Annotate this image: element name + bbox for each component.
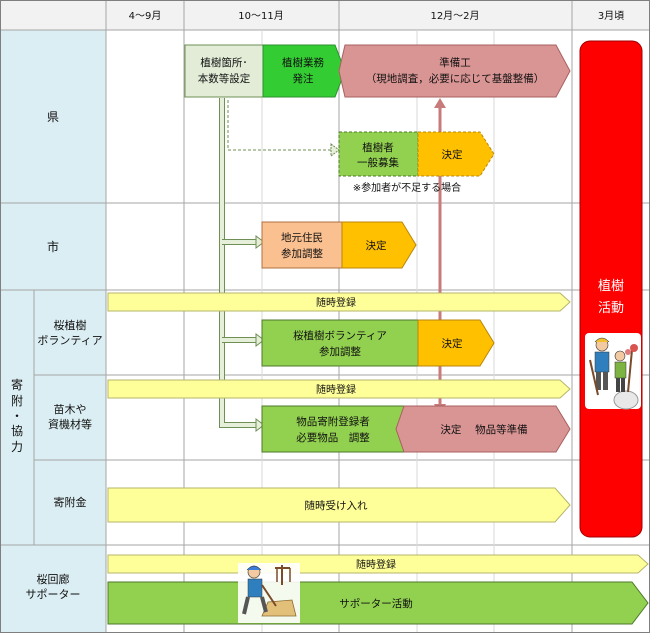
svg-text:力: 力	[11, 440, 23, 454]
goods-adjust-box	[262, 406, 404, 452]
svg-text:発注: 発注	[293, 72, 314, 85]
planting-people-illustration	[585, 333, 641, 409]
svg-text:協: 協	[11, 423, 23, 438]
prep-work-box	[339, 45, 570, 97]
svg-text:植樹業務: 植樹業務	[282, 56, 324, 69]
header-row	[0, 0, 650, 30]
svg-text:一般募集: 一般募集	[357, 156, 399, 169]
svg-text:随時受け入れ: 随時受け入れ	[305, 499, 368, 512]
svg-text:寄: 寄	[11, 377, 23, 392]
svg-text:決定: 決定	[366, 239, 387, 252]
header-period-2: 10～11月	[238, 10, 283, 22]
svg-text:参加調整: 参加調整	[281, 247, 323, 260]
svg-text:桜植樹ボランティア: 桜植樹ボランティア	[293, 329, 387, 342]
header-period-4: 3月頃	[598, 10, 624, 22]
svg-text:・: ・	[11, 409, 23, 423]
header-period-1: 4～9月	[129, 10, 162, 22]
svg-text:植樹者: 植樹者	[362, 141, 394, 154]
svg-text:必要物品 調整: 必要物品 調整	[296, 431, 370, 444]
row-label-seedlings-1: 苗木や	[54, 403, 87, 416]
svg-text:決定: 決定	[442, 337, 463, 350]
svg-text:随時登録: 随時登録	[356, 558, 396, 571]
svg-text:活動: 活動	[598, 301, 624, 316]
set-location-box	[185, 45, 263, 97]
svg-text:附: 附	[11, 394, 23, 408]
row-label-sakura-1: 桜植樹	[54, 318, 87, 332]
svg-text:参加調整: 参加調整	[319, 345, 361, 358]
svg-text:植樹: 植樹	[598, 279, 624, 294]
order-work-box	[263, 45, 345, 97]
volunteer-adjust-box	[262, 320, 418, 366]
svg-text:（現地調査，必要に応じて基盤整備）: （現地調査，必要に応じて基盤整備）	[366, 72, 545, 85]
header-period-3: 12月～2月	[430, 10, 479, 22]
svg-text:地元住民: 地元住民	[281, 231, 323, 244]
svg-text:決定 物品等準備: 決定 物品等準備	[440, 423, 527, 436]
recruit-note: ※参加者が不足する場合	[353, 181, 461, 194]
svg-text:準備工: 準備工	[439, 56, 471, 69]
row-label-corridor-2: サポーター	[26, 588, 81, 601]
row-label-prefecture: 県	[47, 110, 59, 124]
svg-text:植樹箇所･: 植樹箇所･	[200, 56, 247, 69]
svg-text:随時登録: 随時登録	[316, 296, 356, 309]
svg-text:サポーター活動: サポーター活動	[339, 597, 413, 610]
row-label-city: 市	[47, 239, 59, 254]
recruit-box	[339, 132, 418, 176]
supporter-illustration	[238, 563, 300, 623]
svg-text:本数等設定: 本数等設定	[198, 72, 251, 85]
row-label-donation-group: 寄 附 ・ 協 力	[11, 377, 23, 454]
row-label-corridor-1: 桜回廊	[37, 572, 70, 586]
svg-text:決定: 決定	[442, 148, 463, 161]
svg-text:物品寄附登録者: 物品寄附登録者	[296, 415, 370, 428]
local-residents-box	[262, 222, 342, 268]
row-label-money: 寄附金	[54, 495, 87, 509]
row-label-seedlings-2: 資機材等	[48, 417, 92, 431]
svg-text:随時登録: 随時登録	[316, 383, 356, 396]
row-label-sakura-2: ボランティア	[37, 334, 102, 347]
